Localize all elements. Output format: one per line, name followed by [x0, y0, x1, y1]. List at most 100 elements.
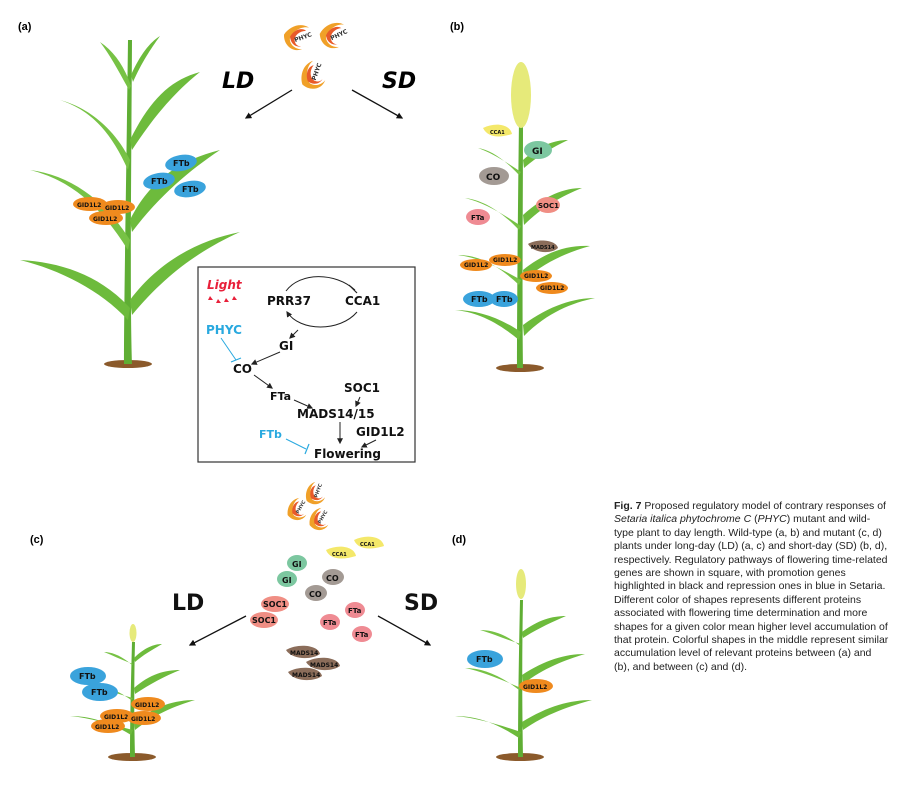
- svg-text:MADS14: MADS14: [292, 672, 320, 679]
- leaf: [465, 668, 521, 690]
- svg-text:CO: CO: [309, 590, 322, 599]
- cycle-arc-bottom: [286, 310, 358, 328]
- ld-label-bottom: LD: [172, 591, 204, 616]
- ld-label-top: LD: [222, 69, 254, 94]
- pathway-fta: FTa: [270, 390, 291, 403]
- leaf: [20, 260, 130, 320]
- panicle: [511, 62, 531, 128]
- leaf: [100, 42, 131, 90]
- repress-ftb-flowering: [285, 438, 307, 450]
- svg-text:FTb: FTb: [182, 185, 199, 194]
- arrow-sd-top: [351, 89, 404, 119]
- svg-text:FTb: FTb: [91, 688, 108, 697]
- pathway-gi: GI: [279, 339, 293, 353]
- pathway-prr37: PRR37: [267, 294, 311, 308]
- svg-text:GID1L2: GID1L2: [493, 257, 517, 264]
- cca1-shape: CCA1: [354, 536, 384, 549]
- stem: [518, 600, 523, 757]
- svg-text:GID1L2: GID1L2: [523, 684, 547, 691]
- mads14-shape: MADS14: [528, 240, 558, 253]
- phyc-label: PHYC: [311, 62, 324, 82]
- arrow-ld-bottom: [188, 615, 247, 646]
- pathway-phyc: PHYC: [206, 323, 242, 337]
- phyc-shape: PHYC: [305, 481, 326, 505]
- leaf: [60, 100, 130, 170]
- leaf: [455, 716, 521, 738]
- svg-text:FTb: FTb: [173, 159, 190, 168]
- svg-text:FTa: FTa: [348, 607, 362, 615]
- ftb-shape: FTb: [490, 291, 518, 307]
- caption-text-1: Proposed regulatory model of contrary re…: [641, 500, 886, 512]
- gid1l2-shape: GID1L2: [460, 259, 492, 271]
- leaf: [523, 245, 590, 280]
- arrow-fta-mads: [293, 399, 314, 409]
- sd-label-bottom: SD: [404, 591, 438, 616]
- svg-text:GI: GI: [292, 560, 302, 569]
- fta-shape: FTa: [352, 626, 372, 642]
- svg-text:FTb: FTb: [79, 672, 96, 681]
- arrow-co-fta: [253, 374, 273, 389]
- cycle-arc-top: [285, 276, 356, 292]
- stem: [517, 120, 523, 368]
- svg-text:GID1L2: GID1L2: [540, 285, 564, 292]
- co-shape: CO: [305, 585, 327, 601]
- soc1-shape: SOC1: [261, 596, 289, 612]
- ftb-shape: FTb: [463, 291, 495, 307]
- leaf: [134, 670, 180, 694]
- stem: [130, 642, 135, 757]
- phyc-shape: PHYC: [301, 60, 326, 89]
- gid1l2-shape: GID1L2: [536, 282, 568, 294]
- figure-caption: Fig. 7 Proposed regulatory model of cont…: [614, 500, 890, 674]
- gid1l2-shape: GID1L2: [89, 211, 123, 225]
- svg-text:PHYC: PHYC: [317, 509, 330, 525]
- pathway-flowering: Flowering: [314, 447, 381, 461]
- leaf: [130, 72, 200, 150]
- svg-text:FTb: FTb: [151, 177, 168, 186]
- phyc-shape: PHYC: [309, 507, 330, 531]
- fta-shape: FTa: [345, 602, 365, 618]
- pathway-co: CO: [233, 362, 252, 376]
- svg-text:GI: GI: [532, 147, 543, 157]
- gid1l2-shape: GID1L2: [127, 711, 161, 725]
- pathway-gid1l2: GID1L2: [356, 425, 405, 439]
- ftb-shape: FTb: [467, 650, 503, 668]
- leaf: [131, 36, 160, 82]
- svg-text:CCA1: CCA1: [332, 552, 347, 558]
- svg-text:GID1L2: GID1L2: [104, 714, 128, 721]
- svg-text:FTb: FTb: [496, 295, 513, 304]
- leaf: [522, 654, 585, 684]
- fta-shape: FTa: [466, 209, 490, 225]
- leaf: [455, 310, 521, 340]
- ftb-shape: FTb: [165, 154, 197, 172]
- panel-label-a: (a): [18, 21, 32, 33]
- fta-shape: FTa: [320, 614, 340, 630]
- arrow-soc1-mads: [355, 396, 361, 408]
- mads14-shape: MADS14: [288, 667, 322, 681]
- sd-label-top: SD: [382, 69, 416, 94]
- svg-text:MADS14: MADS14: [310, 662, 338, 669]
- svg-text:GID1L2: GID1L2: [93, 216, 117, 223]
- svg-text:CCA1: CCA1: [360, 542, 375, 548]
- svg-text:CCA1: CCA1: [490, 130, 505, 136]
- panel-label-b: (b): [450, 21, 464, 33]
- panel-label-d: (d): [452, 534, 466, 546]
- caption-label: Fig. 7: [614, 500, 642, 512]
- gid1l2-shape: GID1L2: [489, 254, 521, 266]
- svg-text:MADS14: MADS14: [531, 245, 555, 251]
- leaf: [480, 630, 521, 645]
- ftb-shape: FTb: [70, 667, 106, 685]
- gi-shape: GI: [277, 571, 297, 587]
- arrow-gi-co: [250, 351, 281, 365]
- caption-species: Setaria italica phytochrome C: [614, 513, 752, 526]
- mads14-shape: MADS14: [306, 657, 340, 671]
- plant-b: [455, 62, 595, 372]
- plant-d: [455, 569, 592, 761]
- leaf: [478, 148, 521, 175]
- leaf: [104, 652, 133, 665]
- svg-text:GID1L2: GID1L2: [95, 724, 119, 731]
- leaf: [522, 616, 566, 638]
- panel-label-c: (c): [30, 534, 44, 546]
- arrow-sd-bottom: [377, 615, 432, 646]
- cca1-shape: CCA1: [483, 124, 512, 137]
- pathway-ftb: FTb: [259, 428, 282, 441]
